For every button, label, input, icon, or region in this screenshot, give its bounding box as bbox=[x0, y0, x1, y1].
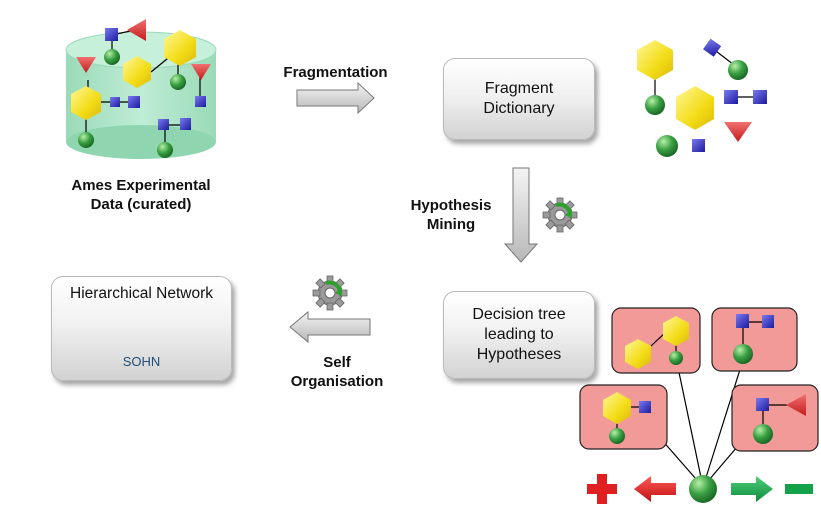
gear-icon bbox=[541, 196, 579, 234]
green-ball-icon bbox=[170, 74, 186, 90]
red-triangle-icon bbox=[786, 394, 806, 416]
fragment-dictionary-shapes bbox=[637, 38, 767, 157]
green-ball-icon bbox=[728, 60, 748, 80]
tree-node-box bbox=[711, 307, 798, 372]
plus-icon bbox=[587, 474, 617, 504]
tree-node-box bbox=[611, 307, 701, 374]
red-triangle-icon bbox=[76, 57, 96, 73]
blue-square-icon bbox=[128, 96, 140, 108]
green-ball-icon bbox=[104, 49, 120, 65]
hierarchical-network-box: Hierarchical Network SOHN bbox=[51, 276, 232, 381]
yellow-hexagon-icon bbox=[71, 86, 101, 120]
hypothesis-mining-label: Hypothesis Mining bbox=[410, 197, 492, 233]
minus-icon bbox=[785, 484, 813, 494]
yellow-hexagon-icon bbox=[625, 339, 651, 369]
root-ball-icon bbox=[689, 475, 717, 503]
self-organisation-label: Self Organisation bbox=[290, 354, 384, 390]
green-ball-icon bbox=[609, 428, 625, 444]
tree-node-box bbox=[731, 384, 819, 452]
hierarchical-network-title: Hierarchical Network bbox=[70, 285, 213, 302]
sohn-label: SOHN bbox=[122, 354, 161, 369]
red-triangle-icon bbox=[724, 122, 752, 142]
arrow-left-red-icon bbox=[634, 476, 676, 502]
self-organisation-arrow bbox=[289, 310, 371, 344]
decision-tree-box: Decision tree leading to Hypotheses bbox=[443, 291, 595, 379]
red-triangle-icon bbox=[191, 64, 211, 80]
blue-square-icon bbox=[703, 38, 722, 57]
yellow-hexagon-icon bbox=[164, 30, 196, 66]
green-ball-icon bbox=[645, 95, 665, 115]
yellow-hexagon-icon bbox=[663, 316, 689, 346]
yellow-hexagon-icon bbox=[603, 392, 631, 424]
blue-square-icon bbox=[195, 96, 206, 107]
green-ball-icon bbox=[753, 424, 773, 444]
blue-square-icon bbox=[736, 314, 749, 328]
fragment-dictionary-label: Fragment Dictionary bbox=[483, 80, 555, 117]
blue-square-icon bbox=[639, 401, 651, 413]
yellow-hexagon-icon bbox=[123, 56, 151, 88]
ames-data-label: Ames Experimental Data (curated) bbox=[71, 177, 211, 213]
blue-square-icon bbox=[724, 90, 738, 104]
green-ball-icon bbox=[157, 142, 173, 158]
green-ball-icon bbox=[78, 132, 94, 148]
blue-square-icon bbox=[180, 118, 191, 130]
arrow-right-green-icon bbox=[731, 476, 773, 502]
fragment-dictionary-box: Fragment Dictionary bbox=[443, 58, 595, 140]
hypothesis-mining-arrow bbox=[503, 167, 539, 263]
blue-square-icon bbox=[692, 139, 705, 152]
fragmentation-arrow bbox=[296, 81, 375, 115]
decision-tree-label: Decision tree leading to Hypotheses bbox=[472, 306, 566, 363]
fragmentation-label: Fragmentation bbox=[283, 64, 388, 81]
blue-square-icon bbox=[158, 119, 169, 130]
gear-icon bbox=[311, 274, 349, 312]
red-triangle-icon bbox=[127, 19, 146, 41]
blue-square-icon bbox=[105, 28, 118, 41]
green-ball-icon bbox=[733, 344, 753, 364]
green-ball-icon bbox=[669, 351, 683, 365]
tree-node-box bbox=[579, 384, 668, 450]
blue-square-icon bbox=[756, 398, 769, 411]
blue-square-icon bbox=[762, 315, 774, 328]
green-ball-icon bbox=[656, 135, 678, 157]
yellow-hexagon-icon bbox=[676, 86, 714, 130]
yellow-hexagon-icon bbox=[637, 40, 673, 80]
blue-square-icon bbox=[110, 97, 120, 107]
blue-square-icon bbox=[753, 90, 767, 104]
